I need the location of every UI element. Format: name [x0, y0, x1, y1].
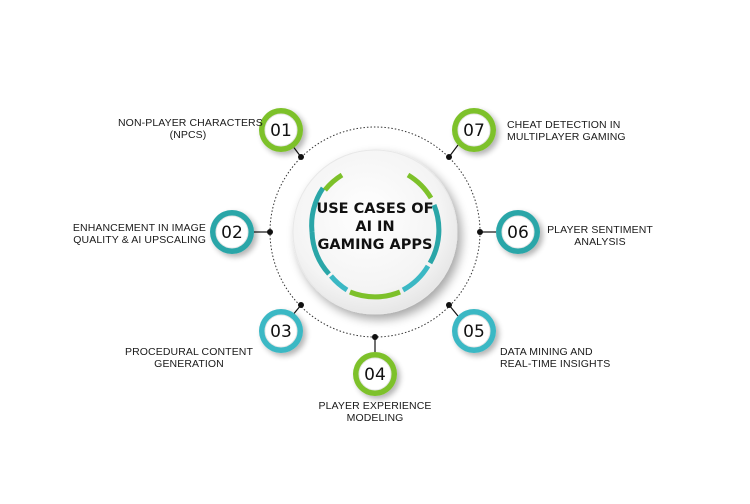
- label-07: CHEAT DETECTION IN MULTIPLAYER GAMING: [507, 119, 647, 143]
- badge-number-03: 03: [270, 322, 292, 342]
- label-01: NON-PLAYER CHARACTERS (NPCS): [118, 117, 263, 141]
- badge-number-05: 05: [463, 322, 485, 342]
- label-02-line-2: QUALITY & AI UPSCALING: [73, 234, 206, 246]
- badge-01: [259, 108, 303, 152]
- badge-number-07: 07: [463, 121, 485, 141]
- badge-04: [353, 352, 397, 396]
- label-06-line-1: PLAYER SENTIMENT: [547, 224, 653, 236]
- badge-02: [210, 210, 254, 254]
- label-01-line-1: NON-PLAYER CHARACTERS: [118, 117, 263, 129]
- badge-03: [259, 309, 303, 353]
- center-arc-ring: [309, 172, 442, 300]
- badge-number-04: 04: [364, 365, 386, 385]
- center-title-line-3: GAMING APPS: [317, 237, 433, 253]
- badge-05: [452, 309, 496, 353]
- label-05: DATA MINING AND REAL-TIME INSIGHTS: [500, 346, 630, 370]
- badge-number-02: 02: [221, 223, 243, 243]
- badge-number-01: 01: [270, 121, 292, 141]
- center-title-line-1: USE CASES OF: [316, 201, 434, 217]
- center-title: USE CASES OF AI IN GAMING APPS: [295, 200, 455, 254]
- label-05-line-1: DATA MINING AND: [500, 346, 593, 358]
- badge-07: [452, 108, 496, 152]
- label-03-line-2: GENERATION: [154, 358, 224, 370]
- label-02: ENHANCEMENT IN IMAGE QUALITY & AI UPSCAL…: [62, 222, 206, 246]
- label-03: PROCEDURAL CONTENT GENERATION: [124, 346, 254, 370]
- badge-number-06: 06: [507, 223, 529, 243]
- label-06-line-2: ANALYSIS: [574, 236, 626, 248]
- label-02-line-1: ENHANCEMENT IN IMAGE: [72, 222, 206, 234]
- label-03-line-1: PROCEDURAL CONTENT: [124, 346, 253, 358]
- label-06: PLAYER SENTIMENT ANALYSIS: [545, 224, 655, 248]
- label-04: PLAYER EXPERIENCE MODELING: [305, 400, 445, 424]
- label-04-line-1: PLAYER EXPERIENCE: [318, 400, 432, 412]
- connector-dots: [267, 154, 483, 340]
- center-title-line-2: AI IN: [355, 219, 395, 235]
- label-07-line-1: CHEAT DETECTION IN: [507, 119, 621, 131]
- center-disc: [292, 149, 458, 315]
- label-05-line-2: REAL-TIME INSIGHTS: [500, 358, 611, 370]
- label-01-line-2: (NPCS): [169, 129, 207, 141]
- label-07-line-2: MULTIPLAYER GAMING: [507, 131, 626, 143]
- label-04-line-2: MODELING: [346, 412, 404, 424]
- badge-06: [496, 210, 540, 254]
